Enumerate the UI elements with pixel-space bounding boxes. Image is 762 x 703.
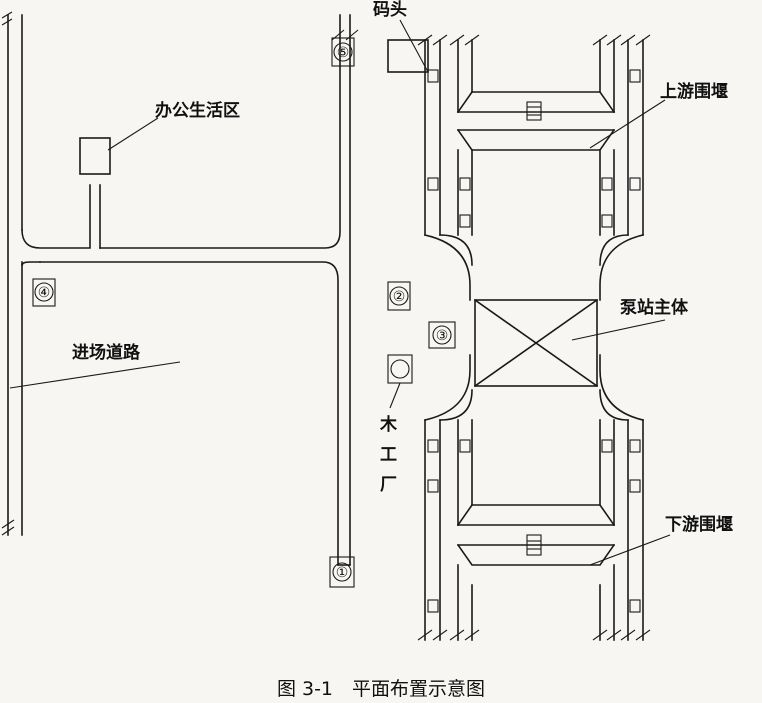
figure-caption: 图 3-1 平面布置示意图 <box>277 678 485 700</box>
wharf-label: 码头 <box>373 0 407 20</box>
wharf-building <box>387 39 429 73</box>
downstream-leader-line <box>589 534 671 566</box>
pump-station-basin <box>424 234 644 421</box>
svg-text:①: ① <box>336 565 349 581</box>
marker-3: ③ <box>428 321 456 349</box>
woodshop: 木 工 厂 <box>379 354 413 495</box>
upstream-cofferdam-label: 上游围堰 <box>660 81 728 102</box>
marker-5: ⑤ <box>331 37 355 67</box>
upstream-cofferdam <box>456 90 616 152</box>
lower-chamber <box>427 419 641 613</box>
office-building <box>79 137 111 175</box>
marker-4: ④ <box>32 278 56 307</box>
marker-1: ① <box>329 556 355 588</box>
svg-text:②: ② <box>393 289 406 305</box>
woodshop-label-2: 工 <box>380 445 397 465</box>
channel <box>417 34 651 641</box>
downstream-cofferdam <box>456 503 616 566</box>
svg-text:③: ③ <box>436 328 449 344</box>
upper-chamber <box>427 69 641 236</box>
svg-text:⑤: ⑤ <box>337 45 350 61</box>
upstream-leader-line <box>589 99 666 149</box>
access-road-leader-line <box>9 361 181 389</box>
marker-2: ② <box>387 281 411 311</box>
pump-leader-line <box>571 319 666 341</box>
woodshop-label-1: 木 <box>379 414 398 435</box>
woodshop-label-3: 厂 <box>380 475 397 495</box>
office-leader-line <box>107 117 159 151</box>
pump-station <box>473 298 599 388</box>
access-road-label: 进场道路 <box>72 342 141 363</box>
wharf-leader-line <box>399 19 429 73</box>
pump-station-label: 泵站主体 <box>620 297 689 318</box>
office-label: 办公生活区 <box>155 100 240 121</box>
svg-text:④: ④ <box>38 285 51 301</box>
downstream-cofferdam-label: 下游围堰 <box>665 514 733 535</box>
